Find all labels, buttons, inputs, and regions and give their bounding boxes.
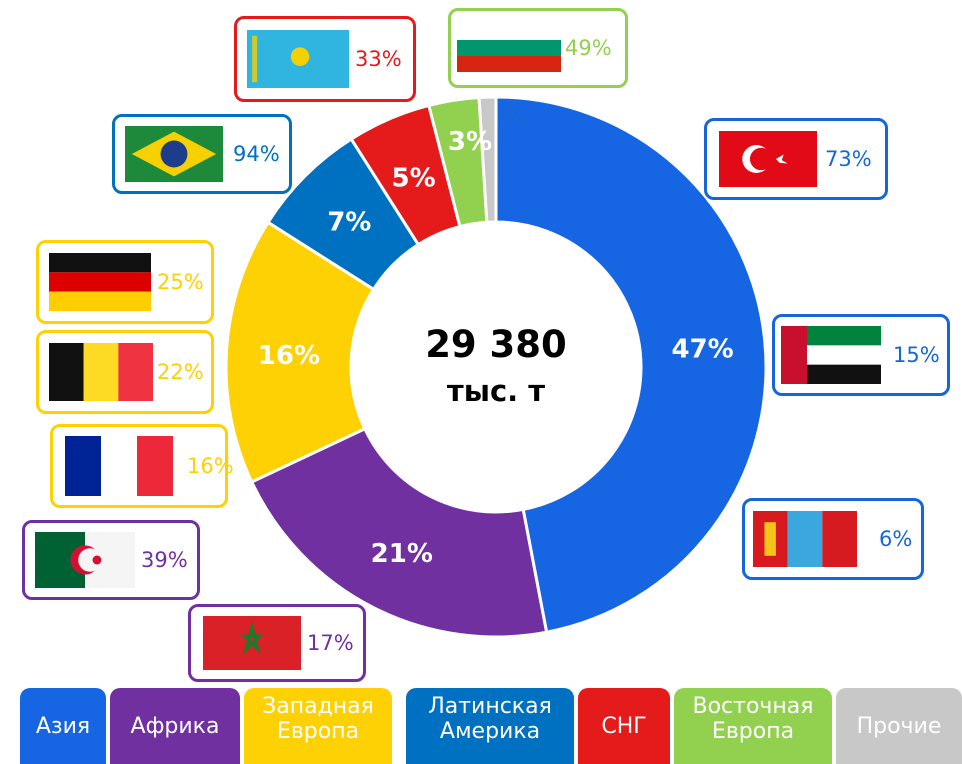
callout-percent: 25% bbox=[157, 270, 204, 294]
slice-label-4: 7% bbox=[327, 207, 371, 237]
callout-belgium: 22% bbox=[36, 330, 214, 414]
slice-3 bbox=[224, 220, 376, 484]
callout-france: 16% bbox=[50, 424, 234, 508]
legend-label: Западная bbox=[262, 694, 374, 719]
slice-label-5: 5% bbox=[392, 164, 436, 194]
callout-percent: 39% bbox=[141, 548, 188, 572]
legend-item-5: СНГ bbox=[578, 688, 670, 764]
slice-1 bbox=[494, 95, 768, 634]
callout-percent: 33% bbox=[355, 47, 402, 71]
callout-percent: 49% bbox=[565, 36, 612, 60]
callout-percent: 15% bbox=[893, 343, 940, 367]
callout-kazakhstan: 33% bbox=[234, 16, 416, 102]
turkey-flag bbox=[719, 131, 817, 187]
legend-label: СНГ bbox=[601, 713, 647, 739]
callout-brazil: 94% bbox=[112, 114, 292, 194]
brazil-flag bbox=[125, 126, 223, 182]
callout-uae: 15% bbox=[772, 314, 950, 396]
callout-percent: 17% bbox=[307, 631, 354, 655]
legend-label: Восточная bbox=[692, 694, 814, 719]
algeria-flag bbox=[35, 532, 135, 588]
callout-bulgaria: 49% bbox=[448, 8, 628, 88]
morocco-flag bbox=[203, 616, 301, 670]
legend-label: Европа bbox=[276, 719, 360, 744]
bulgaria-flag bbox=[457, 24, 561, 72]
legend-label: Азия bbox=[35, 713, 91, 739]
callout-morocco: 17% bbox=[188, 604, 366, 682]
callout-mongolia: 6% bbox=[742, 498, 924, 580]
slice-label-2: 21% bbox=[371, 539, 433, 569]
kazakhstan-flag bbox=[247, 30, 349, 88]
callout-turkey: 73% bbox=[704, 118, 888, 200]
uae-flag bbox=[781, 326, 881, 384]
callout-percent: 16% bbox=[187, 454, 234, 478]
slice-labels: 47% 21% 16% 7% 5% 3%% bbox=[258, 102, 734, 569]
callout-algeria: 39% bbox=[22, 520, 200, 600]
legend-label: Африка bbox=[130, 713, 220, 739]
legend-item-7: Прочие bbox=[836, 688, 962, 764]
legend-item-1: Азия bbox=[20, 688, 106, 764]
donut-slices bbox=[224, 95, 768, 639]
callout-germany: 25% bbox=[36, 240, 214, 324]
center-total-unit: тыс. т bbox=[447, 374, 545, 408]
slice-label-6: 3% bbox=[448, 127, 492, 157]
legend-item-2: Африка bbox=[110, 688, 240, 764]
callout-percent: 22% bbox=[157, 360, 204, 384]
slice-2 bbox=[249, 426, 549, 639]
belgium-flag bbox=[49, 343, 153, 401]
callout-percent: 94% bbox=[233, 142, 280, 166]
legend-label: Прочие bbox=[856, 713, 942, 739]
slice-7 bbox=[477, 95, 498, 224]
callout-percent: 73% bbox=[825, 147, 872, 171]
slice-label-3: 16% bbox=[258, 341, 320, 371]
legend-label: Европа bbox=[711, 719, 795, 744]
center-total-value: 29 380 bbox=[425, 323, 567, 366]
germany-flag bbox=[49, 253, 151, 311]
callout-percent: 6% bbox=[879, 527, 913, 551]
legend-label: Латинская bbox=[428, 694, 552, 719]
slice-label-7: % bbox=[501, 102, 527, 132]
france-flag bbox=[65, 436, 173, 496]
mongolia-flag bbox=[753, 511, 857, 567]
legend-label: Америка bbox=[439, 719, 541, 744]
slice-label-1: 47% bbox=[671, 334, 733, 364]
